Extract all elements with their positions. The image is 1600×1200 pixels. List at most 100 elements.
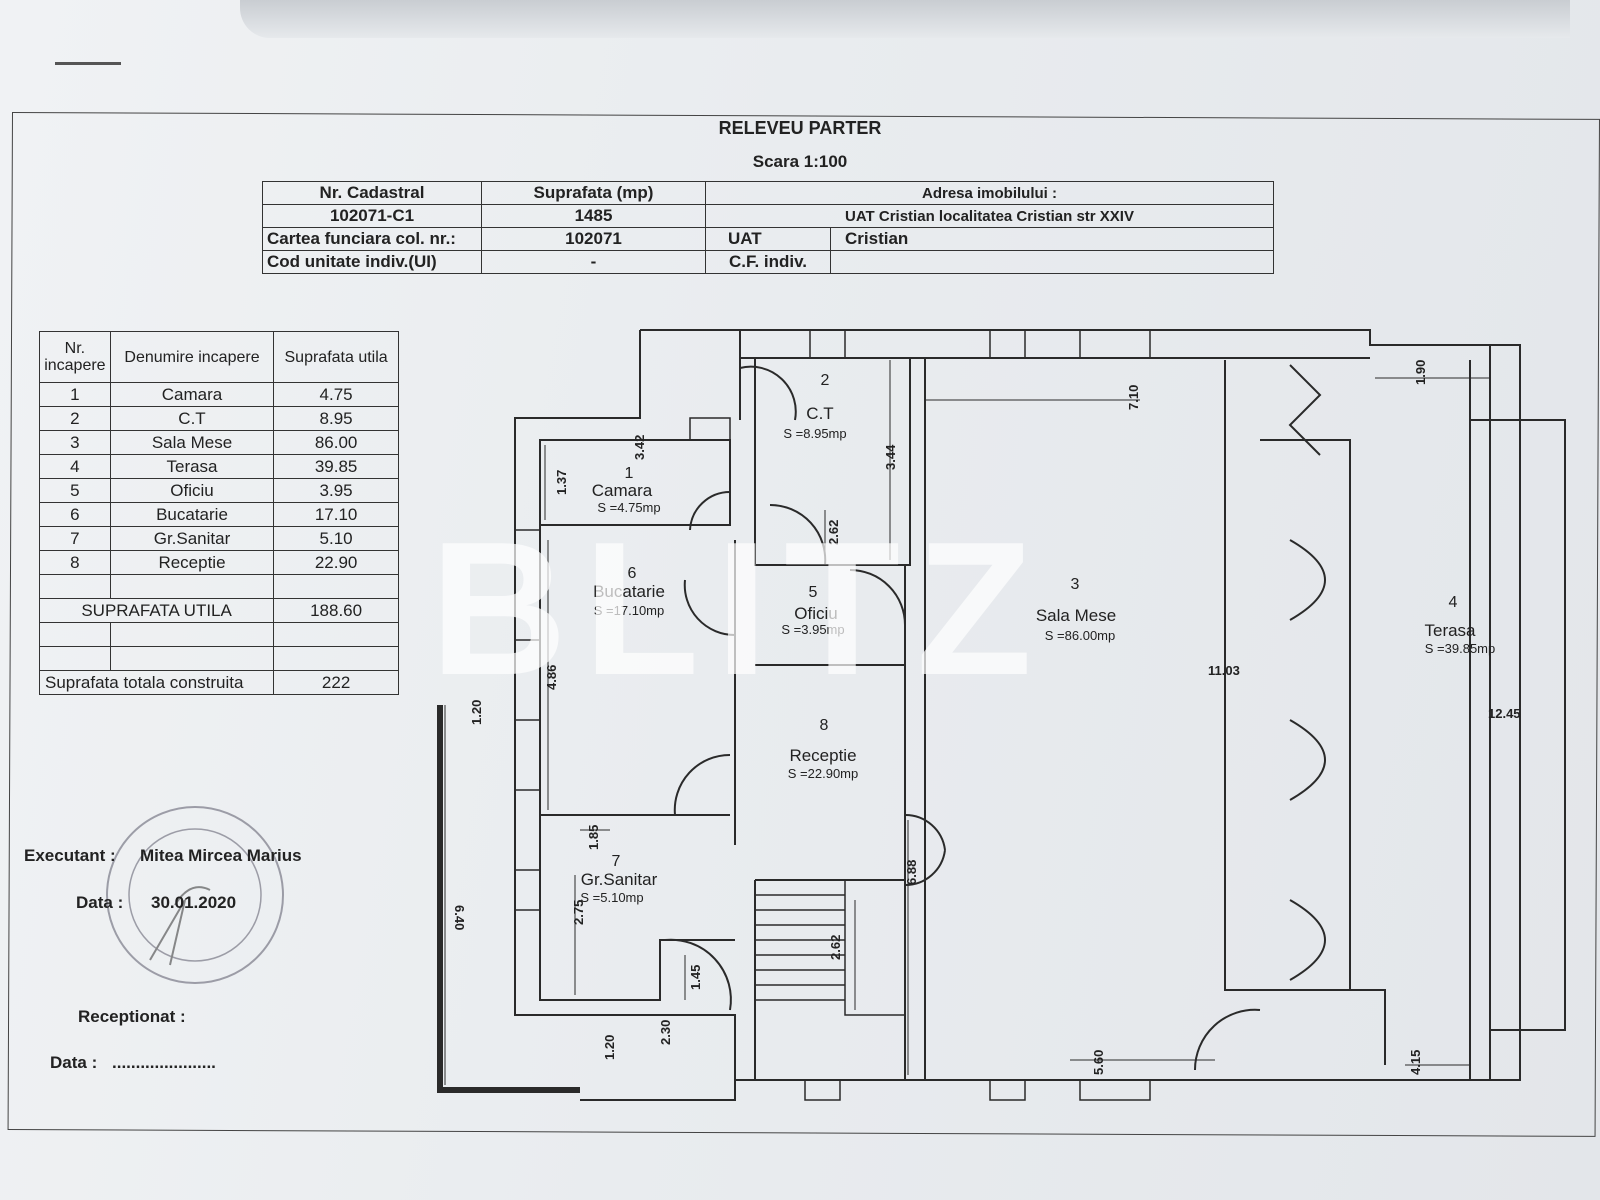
room-area: S =17.10mp	[594, 603, 664, 618]
row-name: Oficiu	[109, 478, 275, 503]
dim-label: 5.60	[1091, 1050, 1106, 1075]
room-number: 5	[809, 584, 818, 601]
row-name: Gr.Sanitar	[109, 526, 275, 551]
total-useful-value: 188.60	[273, 598, 399, 623]
room-number: 4	[1449, 594, 1458, 611]
paper-fold	[240, 0, 1570, 38]
dim-label: 2.75	[571, 900, 586, 925]
room-name: Terasa	[1424, 621, 1476, 640]
dim-label: 4.15	[1408, 1050, 1423, 1075]
dim-label: 12.45	[1488, 706, 1521, 721]
room-area: S =86.00mp	[1045, 628, 1115, 643]
room-area: S =39.85mp	[1425, 641, 1495, 656]
room-name: C.T	[806, 404, 833, 423]
dim-label: 1.37	[554, 470, 569, 495]
col-header-name: Denumire incapere	[109, 331, 275, 383]
cf-indiv-value	[830, 250, 1274, 274]
room-name: Gr.Sanitar	[581, 870, 658, 889]
row-nr: 1	[39, 382, 111, 407]
scale-label: Scara 1:100	[752, 152, 848, 171]
row-area: 3.95	[273, 478, 399, 503]
room-area: S =4.75mp	[597, 500, 660, 515]
room-number: 2	[821, 372, 830, 389]
room-name: Receptie	[789, 746, 856, 765]
dim-label: 3.44	[883, 444, 898, 470]
row-nr: 2	[39, 406, 111, 431]
watermark: BLITZ	[430, 503, 1049, 715]
cod-header: Cod unitate indiv.(UI)	[262, 250, 482, 274]
dim-label: 7.10	[1126, 385, 1141, 410]
executant-name: Mitea Mircea Marius	[140, 846, 302, 865]
dim-label: 1.20	[469, 700, 484, 725]
dim-label: 11.03	[1208, 663, 1240, 678]
cf-header: Cartea funciara col. nr.:	[262, 227, 482, 251]
table-row	[39, 622, 399, 647]
dim-label: 6.40	[452, 905, 467, 930]
uat-header: UAT	[705, 227, 831, 251]
cf-value: 102071	[481, 227, 706, 251]
dim-label: 1.85	[586, 825, 601, 850]
dim-label: 4.86	[544, 665, 559, 690]
uat-value: Cristian	[830, 227, 1274, 251]
cadastral-value: 102071-C1	[262, 204, 482, 228]
row-nr: 8	[39, 550, 111, 575]
col-header-nr: Nr. incapere	[39, 331, 111, 383]
row-nr: 3	[39, 430, 111, 455]
received-label: Receptionat :	[78, 1007, 186, 1026]
row-area: 39.85	[273, 454, 399, 479]
room-area: S =22.90mp	[788, 766, 858, 781]
cf-indiv-header: C.F. indiv.	[705, 250, 831, 274]
room-area: S =5.10mp	[580, 890, 643, 905]
row-area: 22.90	[273, 550, 399, 575]
room-name: Camara	[592, 481, 653, 500]
room-area: S =3.95mp	[781, 622, 844, 637]
room-number: 6	[628, 565, 637, 582]
row-area: 4.75	[273, 382, 399, 407]
dim-label: 2.62	[826, 520, 841, 545]
date2-value: ......................	[112, 1053, 216, 1072]
date-label: Data :	[76, 893, 124, 912]
table-row	[39, 646, 399, 671]
row-name: Sala Mese	[109, 430, 275, 455]
room-name: Oficiu	[794, 604, 837, 623]
date2-label: Data :	[50, 1053, 98, 1072]
room-name: Bucatarie	[593, 582, 665, 601]
pen-mark	[55, 62, 121, 65]
total-useful-row: SUPRAFATA UTILA 188.60	[38, 598, 399, 623]
row-area: 86.00	[273, 430, 399, 455]
room-number: 8	[820, 717, 829, 734]
room-name: Sala Mese	[1036, 606, 1116, 625]
cadastral-info-table: Nr. Cadastral Suprafata (mp) Adresa imob…	[262, 181, 1274, 274]
room-number: 1	[625, 465, 634, 482]
address-value: UAT Cristian localitatea Cristian str XX…	[705, 204, 1274, 228]
dim-label: 3.42	[632, 435, 647, 460]
total-useful-label: SUPRAFATA UTILA	[38, 598, 275, 623]
cod-value: -	[481, 250, 706, 274]
date-value: 30.01.2020	[151, 893, 237, 912]
dim-label: 1.90	[1413, 360, 1428, 385]
executant-label: Executant :	[24, 846, 116, 865]
dim-label: 1.45	[688, 965, 703, 990]
surface-value: 1485	[481, 204, 706, 228]
total-built-row: Suprafata totala construita 222	[38, 670, 399, 695]
document-title: RELEVEU PARTER	[718, 118, 882, 138]
stamp-seal	[106, 806, 284, 984]
room-number: 7	[612, 853, 621, 870]
room-number: 3	[1071, 576, 1080, 593]
dim-label: 2.62	[828, 935, 843, 960]
row-nr: 6	[39, 502, 111, 527]
dim-label: 6.88	[904, 860, 919, 885]
col-header-area: Suprafata utila	[273, 331, 399, 383]
total-built-label: Suprafata totala construita	[38, 670, 275, 695]
cadastral-header: Nr. Cadastral	[262, 181, 482, 205]
dim-label: 2.30	[658, 1020, 673, 1045]
row-name: Terasa	[109, 454, 275, 479]
room-area-table: Nr. incapere Denumire incapere Suprafata…	[38, 331, 399, 695]
address-header: Adresa imobilului :	[705, 181, 1274, 205]
dim-label: 1.20	[602, 1035, 617, 1060]
